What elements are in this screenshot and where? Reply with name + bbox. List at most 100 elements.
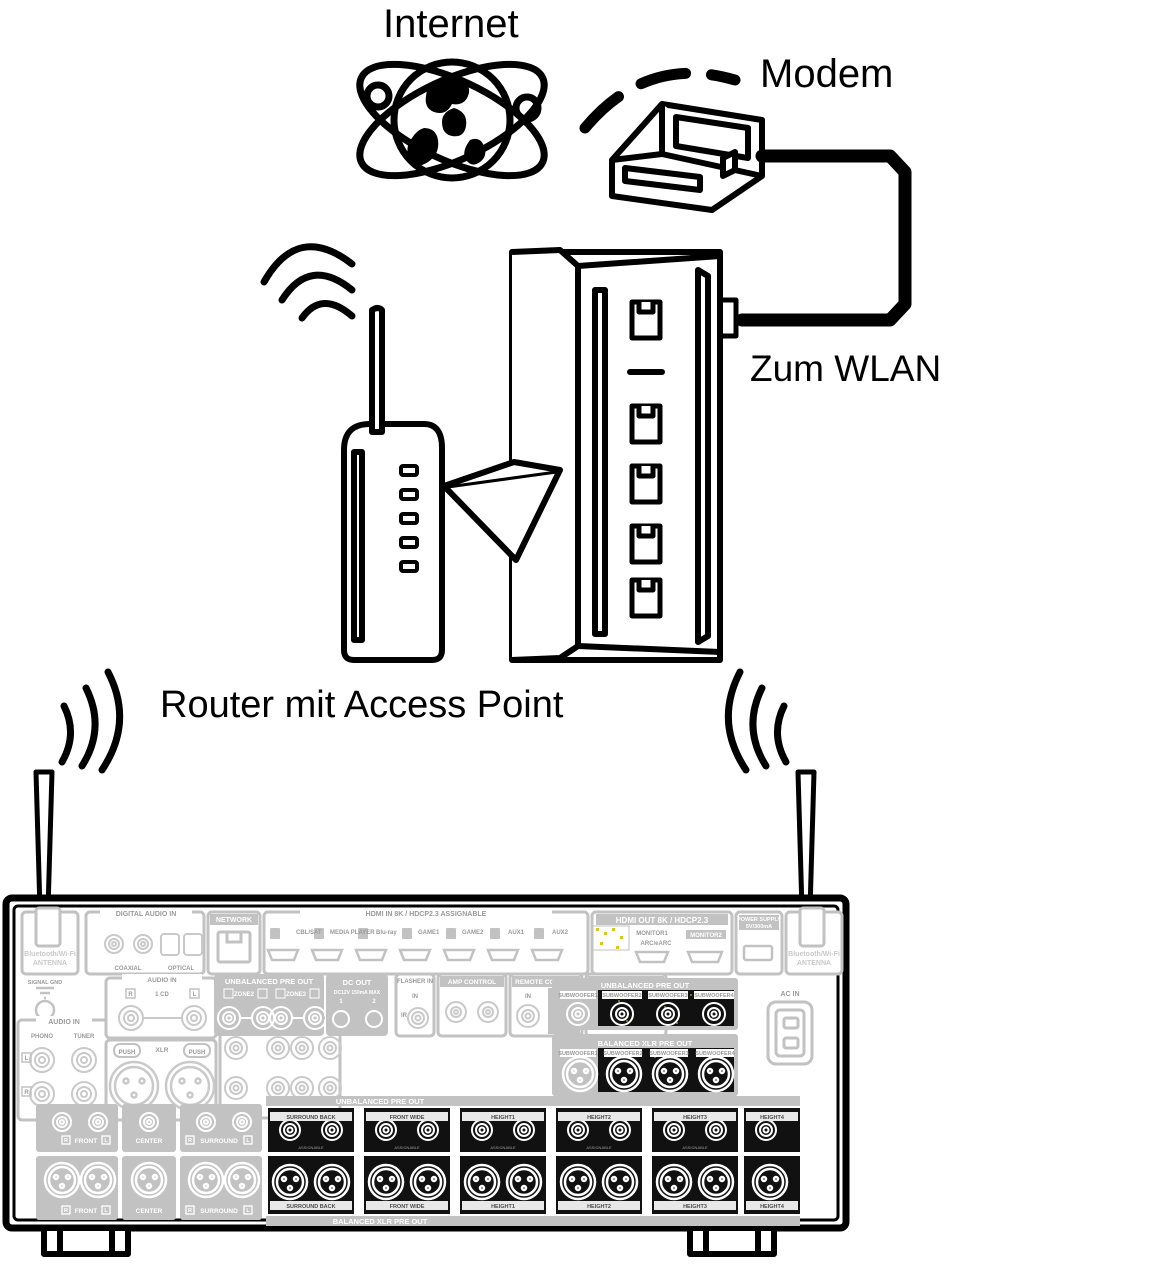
receiver-antenna-left	[33, 769, 55, 900]
dc-out-2: 2	[372, 999, 376, 1005]
flasher-in-block: FLASHER IN IN IR	[394, 972, 436, 1038]
audio-in-main-block: AUDIO IN PHONO TUNER L R	[16, 1016, 112, 1122]
front-center-surround-bal-block: R FRONT L CENTER R SURROUND L	[36, 1156, 262, 1220]
hdmi-port-icon	[266, 948, 564, 962]
xlr-channel-block: SURROUND BACK	[268, 1156, 354, 1214]
h3-label-bal: HEIGHT3	[683, 1204, 707, 1210]
hdmi-in-label-4: GAME1	[418, 930, 440, 936]
remote-in-label: IN	[525, 994, 531, 1000]
h2-label-unbal: HEIGHT2	[587, 1115, 611, 1121]
front-r-unbal: R	[64, 1138, 68, 1144]
wifi-waves-left-icon	[58, 668, 124, 774]
subwoofer-unbal-4: SUBWOOFER4	[694, 993, 734, 999]
hdmi-in-label-7: AUX2	[552, 930, 569, 936]
wireless-link-arc	[579, 67, 741, 134]
rca-channel-block: HEIGHT2 ASSIGNABLE	[556, 1108, 642, 1152]
h3-label-unbal: HEIGHT3	[683, 1115, 707, 1121]
hdmi-out-title: HDMI OUT 8K / HDCP2.3	[616, 916, 709, 925]
hdmi-in-label-3: Blu-ray	[376, 930, 397, 936]
subwoofer-unbal-1: SUBWOOFER1	[558, 993, 597, 999]
flasher-in-in: IN	[412, 994, 418, 1000]
rca-channel-block: FRONT WIDE ASSIGNABLE	[364, 1108, 450, 1152]
antenna-left-label-2: ANTENNA	[33, 960, 67, 967]
surround-r-unbal: R	[188, 1138, 192, 1144]
surround-label-unbal: SURROUND	[200, 1138, 238, 1145]
h2-label-bal: HEIGHT2	[587, 1204, 611, 1210]
connector-wedge	[441, 459, 563, 563]
audio-in-assign-cd: 1 CD	[155, 992, 169, 998]
subwoofer-bal-title: BALANCED XLR PRE OUT	[598, 1039, 693, 1048]
subwoofer-balanced-block: BALANCED XLR PRE OUT SUBWOOFER1 SUBWOOFE…	[552, 1034, 738, 1096]
audio-assign-r: R	[128, 992, 133, 998]
unbalanced-pre-out-bottom-title: UNBALANCED PRE OUT	[336, 1097, 425, 1106]
router-led-icon	[399, 464, 419, 573]
antenna-block-right: Bluetooth/Wi-Fi ANTENNA	[784, 906, 844, 976]
dc-out-block: DC OUT DC12V 150mA MAX 1 2	[326, 974, 388, 1036]
rca-channel-block: HEIGHT1 ASSIGNABLE	[460, 1108, 546, 1152]
front-l-bal: L	[104, 1208, 108, 1214]
label-router-access-point: Router mit Access Point	[160, 684, 564, 726]
zone3-label: ZONE3	[286, 992, 307, 998]
surround-l-bal: L	[246, 1208, 250, 1214]
xlr-channel-block: HEIGHT4	[744, 1156, 800, 1214]
front-l-unbal: L	[104, 1138, 108, 1144]
h4-label-bal: HEIGHT4	[760, 1204, 785, 1210]
subwoofer-bal-4: SUBWOOFER4	[695, 1051, 735, 1057]
xlr-channel-block: HEIGHT3	[652, 1156, 738, 1214]
hdmi-in-block: HDMI IN 8K / HDCP2.3 ASSIGNABLE CBL/SAT	[262, 908, 590, 976]
hdmi-in-label-1: CBL/SAT	[296, 930, 322, 936]
subwoofer-unbal-2: SUBWOOFER2	[602, 993, 641, 999]
antenna-right-label-2: ANTENNA	[797, 960, 831, 967]
h1-label-unbal: HEIGHT1	[491, 1115, 515, 1121]
fw-label-bal: FRONT WIDE	[390, 1204, 425, 1210]
ac-in-block: AC IN	[766, 991, 814, 1066]
sbk-sub-unbal: ASSIGNABLE	[298, 1145, 324, 1150]
network-rj45-port	[216, 930, 252, 964]
phono-label: PHONO	[31, 1034, 53, 1040]
label-modem: Modem	[760, 52, 894, 96]
xlr-channel-block: HEIGHT2	[556, 1156, 642, 1214]
front-r-bal: R	[64, 1208, 68, 1214]
balanced-xlr-pre-out-bar	[266, 1216, 800, 1226]
ac-in-label: AC IN	[780, 991, 799, 998]
coaxial-label: COAXIAL	[115, 966, 142, 972]
antenna-right-label-1: Bluetooth/Wi-Fi	[788, 951, 840, 958]
globe-continents	[407, 76, 486, 166]
dc-out-sub: DC12V 150mA MAX	[334, 990, 381, 996]
h1-sub-unbal: ASSIGNABLE	[490, 1145, 516, 1150]
audio-in-main-title: AUDIO IN	[48, 1019, 80, 1026]
arc-earc-label: ARC/eARC	[640, 941, 672, 947]
ac-inlet-icon	[766, 1000, 814, 1066]
subwoofer-bal-1: SUBWOOFER1	[558, 1051, 597, 1057]
surround-label-bal: SURROUND	[200, 1208, 238, 1215]
surround-r-bal: R	[188, 1208, 192, 1214]
xlr-push-right: PUSH	[189, 1050, 206, 1056]
power-supply-sub: 5V/300mA	[746, 924, 772, 930]
dc-out-1: 1	[339, 999, 343, 1005]
sbk-label-bal: SURROUND BACK	[286, 1204, 335, 1210]
hdmi-out-block: HDMI OUT 8K / HDCP2.3 MONITOR1 ARC/eARC …	[590, 910, 734, 976]
router-icon	[341, 421, 445, 663]
h4-label-unbal: HEIGHT4	[760, 1115, 785, 1121]
router-antenna-icon	[369, 305, 385, 435]
zone-pre-out-title: UNBALANCED PRE OUT	[225, 977, 314, 986]
signal-gnd-label: SIGNAL GND	[28, 980, 62, 986]
subwoofer-unbal-title: UNBALANCED PRE OUT	[601, 981, 690, 990]
rca-channel-block: HEIGHT4	[744, 1108, 800, 1152]
audio-assign-l: L	[193, 992, 197, 998]
digital-audio-in-title: DIGITAL AUDIO IN	[116, 911, 177, 918]
amp-control-block: AMP CONTROL	[436, 972, 508, 1038]
access-point-icon	[509, 247, 723, 663]
network-topology-illustration	[33, 58, 912, 900]
subwoofer-bal-2: SUBWOOFER2	[603, 1051, 642, 1057]
monitor2-label: MONITOR2	[690, 933, 722, 939]
hdmi-in-label-6: AUX1	[508, 930, 525, 936]
hdmi-in-label-2: MEDIA PLAYER	[330, 930, 375, 936]
remote-control-title: REMOTE CONTROL	[515, 979, 577, 986]
label-internet: Internet	[383, 2, 519, 46]
receiver-antenna-right	[795, 769, 817, 900]
dc-out-title: DC OUT	[343, 978, 372, 987]
rj45-port-icon	[629, 299, 663, 619]
flasher-in-title: FLASHER IN	[397, 979, 433, 985]
